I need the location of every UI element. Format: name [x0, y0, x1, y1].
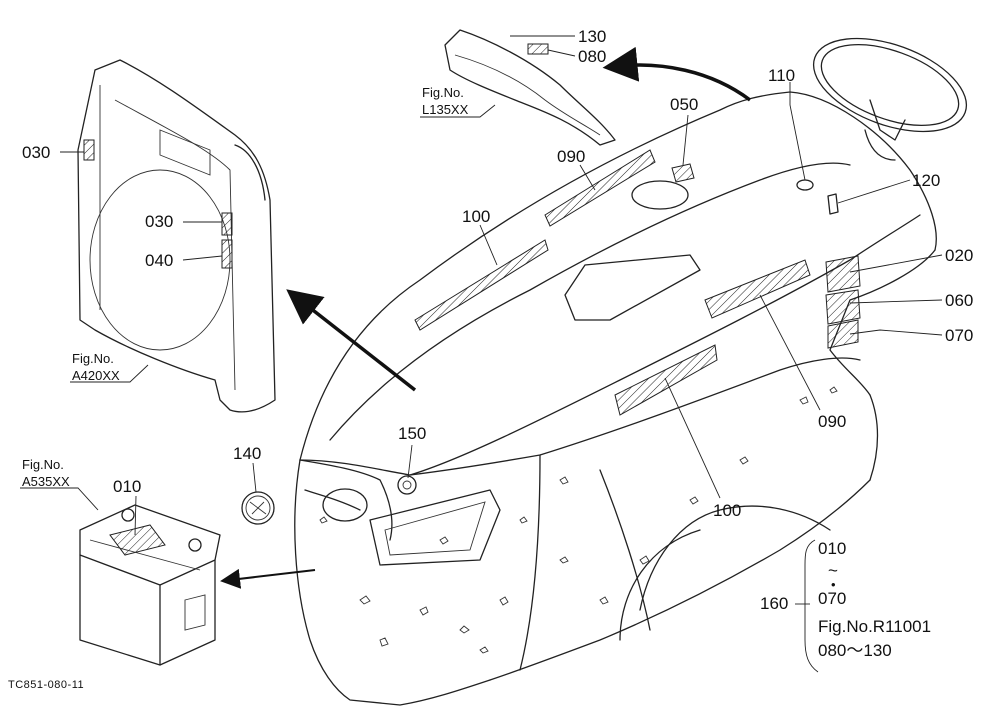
decal-030-a [83, 139, 95, 161]
part-label-090-side: 090 [818, 412, 847, 431]
decal-060 [825, 289, 861, 325]
decal-040 [221, 239, 233, 269]
part-label-110: 110 [768, 66, 796, 85]
fig-ref-l135-title: Fig.No. [422, 85, 464, 100]
legend-tilde: ~ [828, 561, 838, 580]
part-label-030-b: 030 [145, 212, 174, 231]
fig-ref-a420-code: A420XX [72, 368, 120, 383]
part-label-040: 040 [145, 251, 174, 270]
legend-number-160: 160 [760, 594, 789, 613]
emblem-140 [241, 491, 275, 525]
fig-ref-a535-title: Fig.No. [22, 457, 64, 472]
decal-030-b [221, 212, 233, 236]
assembly-arrows [220, 46, 752, 589]
battery-a535 [79, 504, 221, 666]
part-label-060: 060 [945, 291, 974, 310]
decal-050 [671, 163, 695, 183]
part-label-100-side: 100 [713, 501, 742, 520]
part-label-050: 050 [670, 95, 699, 114]
part-label-030-a: 030 [22, 143, 51, 162]
legend-line-070: 070 [818, 589, 847, 608]
decal-090-side [704, 259, 811, 319]
legend-line-010: 010 [818, 539, 847, 558]
legend-line-080-130: 080～130 [818, 641, 892, 660]
dash-panel-l135 [444, 29, 616, 146]
part-label-100-top: 100 [462, 207, 491, 226]
decal-110 [796, 179, 814, 191]
fig-ref-a420-title: Fig.No. [72, 351, 114, 366]
part-label-020: 020 [945, 246, 974, 265]
part-label-070: 070 [945, 326, 974, 345]
part-label-140: 140 [233, 444, 262, 463]
part-label-120: 120 [912, 171, 941, 190]
steering-wheel [812, 37, 968, 161]
fig-ref-l135-code: L135XX [422, 102, 469, 117]
part-label-130: 130 [578, 27, 607, 46]
part-label-080: 080 [578, 47, 607, 66]
legend-line-fig-r11001: Fig.No.R11001 [818, 617, 932, 636]
legend-dot: • [831, 577, 836, 592]
tractor-hood [294, 91, 937, 706]
leader-lines [20, 35, 943, 673]
decal-100-top [414, 239, 549, 331]
part-label-090-top: 090 [557, 147, 586, 166]
part-label-150: 150 [398, 424, 427, 443]
decal-010 [109, 524, 166, 556]
decal-070 [827, 319, 859, 349]
decal-120 [827, 193, 839, 215]
decal-090-top [544, 149, 656, 227]
part-label-010: 010 [113, 477, 142, 496]
rear-panel-a420 [77, 59, 276, 413]
drawing-code: TC851-080-11 [8, 679, 85, 691]
fig-ref-a535-code: A535XX [22, 474, 70, 489]
decal-020 [825, 255, 861, 293]
